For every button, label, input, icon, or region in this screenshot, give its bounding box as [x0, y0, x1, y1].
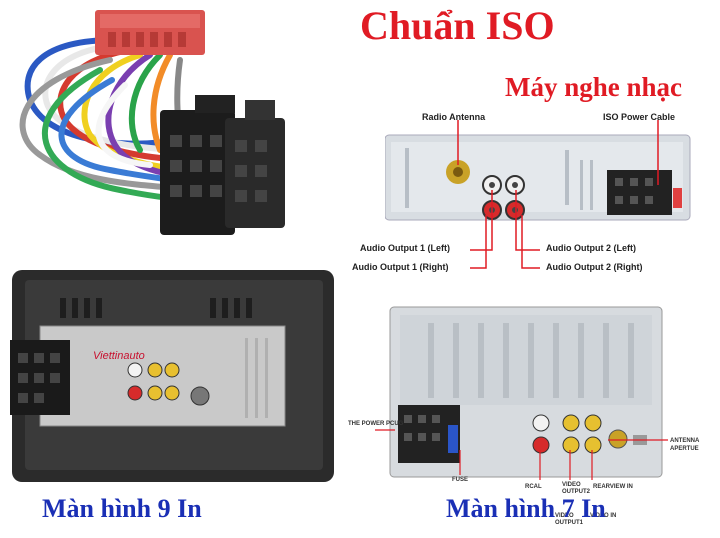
audio-output-2-right-label: Audio Output 2 (Right) [546, 262, 643, 272]
fuse-label: FUSE [452, 477, 469, 483]
rcal-label: RCAL [525, 484, 542, 490]
screen-7in-callout-lines [375, 429, 668, 480]
screen-9in-caption: Màn hình 9 In [42, 494, 202, 523]
screen-7in-caption: Màn hình 7 In [446, 494, 606, 523]
video-output1-label: VIDEO OUTPUT1 [555, 513, 584, 526]
video-output2-label: VIDEO OUTPUT2 [562, 482, 591, 495]
radio-antenna-label: Radio Antenna [422, 112, 486, 122]
antenna-aperture-label: ANTENNA APERTUE [670, 438, 700, 452]
page-title: Chuẩn ISO [360, 3, 555, 48]
player-label: Máy nghe nhạc [505, 72, 683, 102]
audio-output-1-right-label: Audio Output 1 (Right) [352, 262, 449, 272]
video-in-label: VIDEO IN [590, 513, 617, 519]
rearview-in-label: REARVIEW IN [593, 484, 633, 490]
power-plug-label: THE POWER PCUG [348, 421, 404, 427]
screen-9in-brand: Viettinauto [93, 350, 145, 362]
screen-9in-image [10, 270, 334, 482]
iso-power-cable-label: ISO Power Cable [603, 112, 676, 122]
player-callout-lines [457, 120, 659, 269]
audio-output-2-left-label: Audio Output 2 (Left) [546, 243, 636, 253]
player-back-panel [385, 134, 691, 221]
audio-output-1-left-label: Audio Output 1 (Left) [360, 243, 450, 253]
screen-7in-image [389, 306, 663, 478]
iso-harness-image [19, 10, 285, 235]
